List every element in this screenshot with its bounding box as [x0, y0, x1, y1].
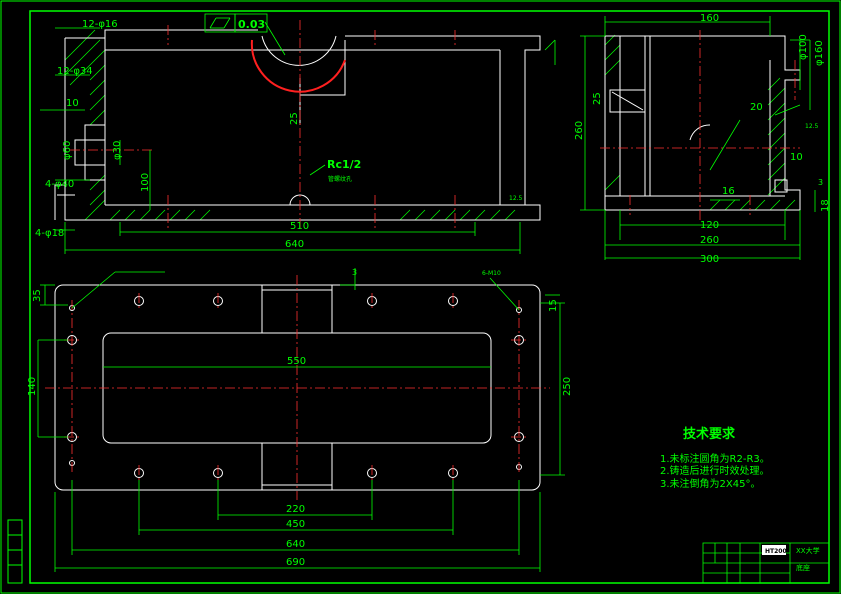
dim-100: 100 [140, 173, 151, 192]
side-view: 160 φ100 φ160 260 25 20 10 16 120 260 30… [574, 13, 831, 265]
technical-requirements: 技术要求 1.未标注圆角为R2-R3。 2.铸造后进行时效处理。 3.未注倒角为… [660, 426, 770, 490]
side-view-dimensions [580, 16, 816, 260]
front-view-text: 0.03 Rc1/2 管螺纹孔 510 640 12-φ16 12-φ34 φ6… [35, 18, 523, 250]
roughness-12-5-front: 12.5 [509, 195, 523, 202]
drawing-number: HT200 [765, 548, 787, 555]
dim-15-top: 15 [548, 299, 559, 312]
dim-300-side: 300 [700, 254, 719, 265]
dim-450: 450 [286, 519, 305, 530]
dim-16-side: 16 [722, 186, 735, 197]
top-view: 35 3 15 550 250 140 220 450 640 690 6-M1… [27, 268, 573, 572]
dim-4-phi40: 4-φ40 [45, 179, 74, 190]
hole-note: 6-M10 [482, 270, 501, 277]
dim-250: 250 [562, 377, 573, 396]
dim-25-front: 25 [289, 112, 300, 125]
top-view-dimensions [37, 268, 565, 572]
dim-10-front: 10 [66, 98, 79, 109]
side-view-text: 160 φ100 φ160 260 25 20 10 16 120 260 30… [574, 13, 831, 265]
top-view-outline [54, 284, 541, 491]
tech-note-1: 1.未标注圆角为R2-R3。 [660, 452, 770, 465]
top-view-holes [67, 296, 524, 478]
top-view-center-lines [45, 275, 550, 500]
thread-note-label: 管螺纹孔 [328, 175, 352, 183]
dim-3-top: 3 [352, 268, 357, 277]
school-name: XX大学 [796, 546, 820, 555]
dim-12-phi16: 12-φ16 [82, 19, 118, 30]
dim-160-side: 160 [700, 13, 719, 24]
dim-690: 690 [286, 557, 305, 568]
dim-phi160: φ160 [814, 40, 825, 66]
roughness-12-5-side: 12.5 [805, 123, 819, 130]
dim-640-top: 640 [286, 539, 305, 550]
dim-18-side: 18 [820, 199, 831, 212]
flatness-tolerance: 0.03 [238, 18, 265, 31]
dim-4-phi18: 4-φ18 [35, 228, 64, 239]
dim-550: 550 [287, 356, 306, 367]
dim-3-side: 3 [818, 178, 823, 187]
front-view-hatching [64, 29, 516, 221]
tech-note-3: 3.未注倒角为2X45°。 [660, 477, 760, 490]
dim-510: 510 [290, 221, 309, 232]
front-view-outline [54, 29, 541, 221]
dim-260-vertical: 260 [574, 121, 585, 140]
dim-20-side: 20 [750, 102, 763, 113]
thread-spec-label: Rc1/2 [327, 158, 361, 171]
dim-phi60: φ60 [62, 141, 73, 160]
front-view: 0.03 Rc1/2 管螺纹孔 510 640 12-φ16 12-φ34 φ6… [35, 13, 556, 254]
dim-phi100: φ100 [798, 34, 809, 60]
dim-220: 220 [286, 504, 305, 515]
part-name: 底座 [796, 563, 810, 572]
side-view-hatching [604, 34, 796, 211]
dim-140: 140 [27, 377, 38, 396]
dim-640-front: 640 [285, 239, 304, 250]
dim-120-side: 120 [700, 220, 719, 231]
dim-phi30: φ30 [112, 141, 123, 160]
dim-25-side: 25 [592, 92, 603, 105]
tech-note-2: 2.铸造后进行时效处理。 [660, 464, 770, 477]
side-view-center-lines [600, 30, 800, 220]
bore-highlight-arc [250, 39, 346, 93]
dim-10-side: 10 [790, 152, 803, 163]
dim-12-phi34: 12-φ34 [57, 66, 93, 77]
dim-35-top: 35 [32, 289, 43, 302]
title-block: HT200 XX大学 底座 [702, 542, 830, 584]
front-view-center-lines [70, 20, 456, 230]
top-view-text: 35 3 15 550 250 140 220 450 640 690 6-M1… [27, 268, 573, 568]
side-view-outline [604, 35, 801, 211]
front-view-dimensions [40, 13, 556, 254]
tech-notes-title: 技术要求 [683, 426, 736, 442]
dim-260-side: 260 [700, 235, 719, 246]
